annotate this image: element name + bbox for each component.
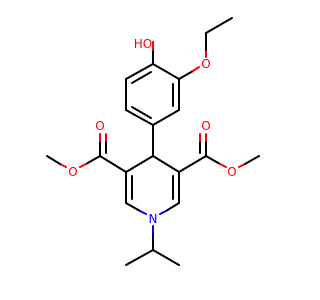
ethoxy-oxygen-label: O <box>201 57 210 71</box>
isopropyl-group <box>125 225 180 266</box>
left-ether-oxygen-label: O <box>68 165 77 179</box>
molecule-structure-diagram: HO O N <box>46 17 260 266</box>
dihydropyridine-ring <box>125 155 180 215</box>
hydroxyl-group: HO <box>134 37 154 65</box>
ring-nitrogen-label: N <box>149 212 158 226</box>
hydroxyl-label: HO <box>134 37 152 51</box>
right-carbonyl-oxygen-label: O <box>201 119 210 133</box>
right-methyl-ester: O O <box>178 119 260 179</box>
left-methyl-ester: O O <box>46 119 127 179</box>
left-carbonyl-oxygen-label: O <box>95 119 104 133</box>
right-ether-oxygen-label: O <box>227 165 236 179</box>
molecule-structure-canvas: HO O N <box>46 17 260 266</box>
ethoxy-group: O <box>178 17 233 80</box>
phenol-ring <box>125 63 180 126</box>
